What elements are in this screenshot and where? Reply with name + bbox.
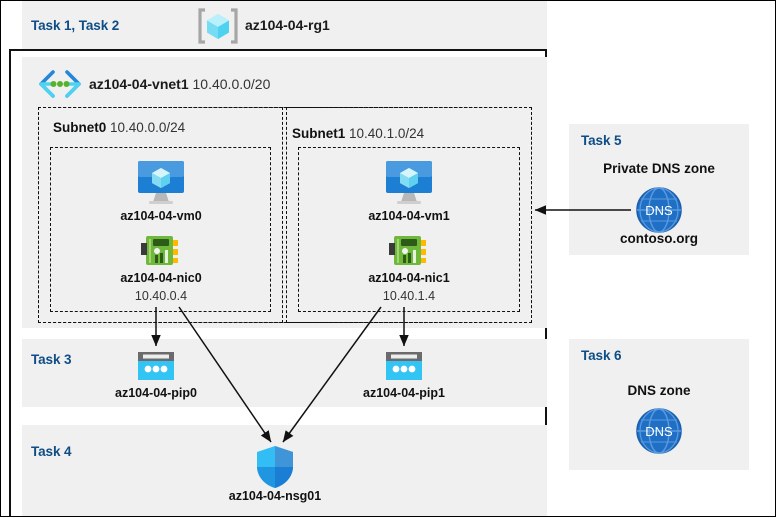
virtual-machine-icon xyxy=(382,159,436,205)
vnet-address-space: 10.40.0.0/20 xyxy=(192,76,271,92)
resource-group-panel xyxy=(22,1,547,49)
private-dns-zone-heading: Private DNS zone xyxy=(603,161,715,176)
task-5-label: Task 5 xyxy=(581,133,622,148)
dns-zone-icon: DNS xyxy=(634,185,684,235)
network-interface-icon xyxy=(139,233,181,267)
vm-group-0-boundary xyxy=(50,147,271,312)
nic-1-ip: 10.40.1.4 xyxy=(382,289,436,303)
nic-0-ip: 10.40.0.4 xyxy=(134,289,188,303)
public-ip-address-icon xyxy=(384,349,424,383)
subnet-1-cidr: 10.40.1.0/24 xyxy=(349,126,425,141)
resource-group-name: az104-04-rg1 xyxy=(245,17,330,33)
subnet-0-boundary xyxy=(38,107,283,323)
task-6-label: Task 6 xyxy=(581,348,622,363)
nic-1-name: az104-04-nic1 xyxy=(368,271,450,285)
vnet-name: az104-04-vnet1 xyxy=(89,76,189,92)
vnet-panel xyxy=(22,57,547,328)
vnet-title: az104-04-vnet1 10.40.0.0/20 xyxy=(89,76,270,92)
vm-0-name: az104-04-vm0 xyxy=(120,209,202,223)
dns-zone-heading: DNS zone xyxy=(627,383,691,398)
public-ip-address-icon xyxy=(136,349,176,383)
subnet-1-title: Subnet1 10.40.1.0/24 xyxy=(292,126,424,141)
dns-icon-text: DNS xyxy=(645,424,673,439)
vm-group-1-boundary xyxy=(298,147,520,312)
resource-group-icon xyxy=(197,7,239,45)
private-dns-zone-name: contoso.org xyxy=(620,231,698,246)
network-security-group-icon xyxy=(254,444,296,490)
pip-1-name: az104-04-pip1 xyxy=(363,386,445,400)
subnet-0-cidr: 10.40.0.0/24 xyxy=(110,120,186,135)
subnet-1-boundary xyxy=(286,107,532,323)
subnet-0-title: Subnet0 10.40.0.0/24 xyxy=(53,120,185,135)
dns-zone-icon: DNS xyxy=(634,406,684,456)
task-3-label: Task 3 xyxy=(31,352,72,367)
subnet-0-label: Subnet0 xyxy=(53,120,107,135)
nic-0-name: az104-04-nic0 xyxy=(120,271,202,285)
virtual-machine-icon xyxy=(134,159,188,205)
dns-icon-text: DNS xyxy=(645,203,673,218)
virtual-network-icon xyxy=(37,69,83,99)
task-1-2-label: Task 1, Task 2 xyxy=(31,18,120,33)
network-interface-icon xyxy=(387,233,429,267)
subnet-1-label: Subnet1 xyxy=(292,126,346,141)
task-4-label: Task 4 xyxy=(31,444,72,459)
vm-1-name: az104-04-vm1 xyxy=(368,209,450,223)
pip-0-name: az104-04-pip0 xyxy=(115,386,197,400)
nsg-name: az104-04-nsg01 xyxy=(228,489,322,503)
